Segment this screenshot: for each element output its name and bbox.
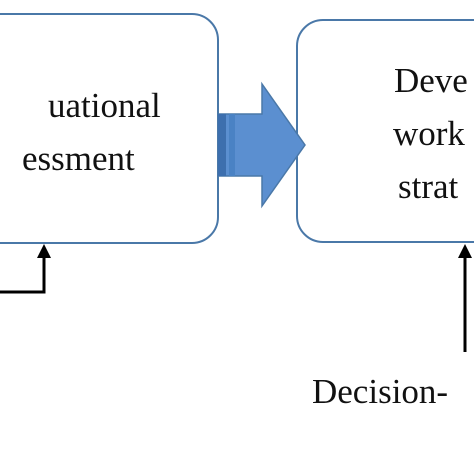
right-box-label-line-3: strat (398, 167, 459, 206)
situational-assessment-box (0, 13, 219, 244)
right-box-label-line-2: work (393, 114, 465, 153)
left-box-label-line-1: uational (48, 86, 161, 125)
left-box-label-line-2: essment (22, 139, 135, 178)
right-box-label-line-1: Deve (394, 61, 468, 100)
develop-strategy-box (296, 19, 474, 243)
decision-label: Decision- (312, 372, 449, 411)
flow-arrow (217, 81, 306, 209)
decision-connector (458, 244, 472, 352)
feedback-connector (0, 244, 51, 294)
